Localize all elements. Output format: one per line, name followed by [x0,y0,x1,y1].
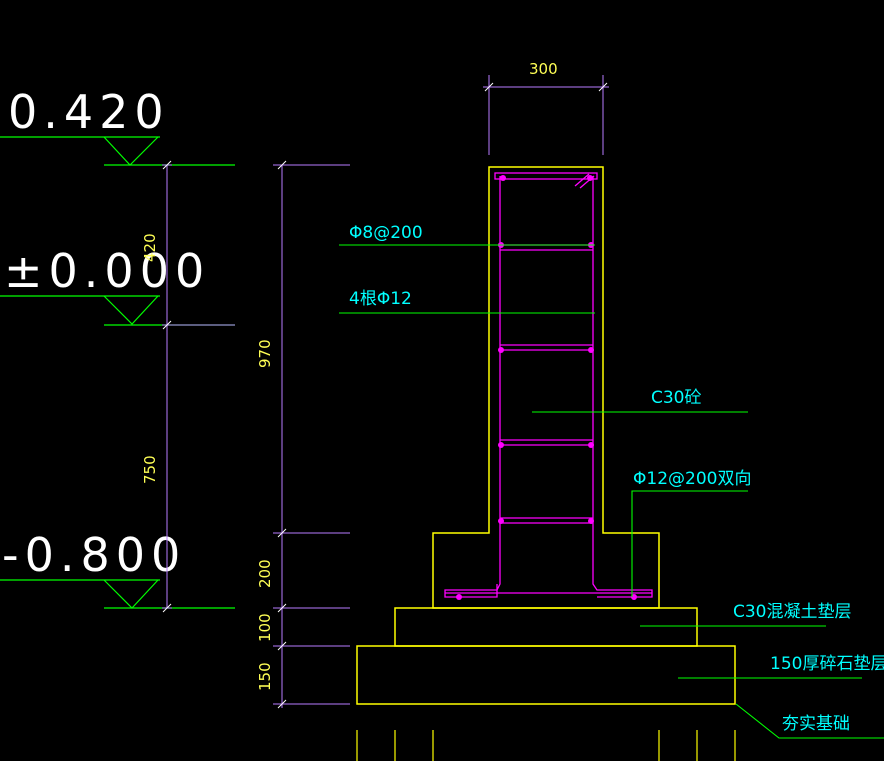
dimension-100: 100 [256,613,274,642]
soil-hatch [356,730,736,761]
annotation-foundation: 夯实基础 [782,714,850,734]
foundation-outline [356,166,736,705]
elevation-label-bottom: -0.800 [2,528,186,582]
dimension-970: 970 [256,339,274,368]
annotation-cushion: C30混凝土垫层 [733,602,852,622]
rebar-dots [456,175,637,600]
dimension-200: 200 [256,559,274,588]
dimension-150: 150 [256,662,274,691]
annotation-long-bars: 4根Φ12 [349,289,412,309]
annotation-base-bars: Φ12@200双向 [633,469,751,489]
dimension-750: 750 [141,455,159,484]
elevation-marker-ground: ±0.000 [0,244,235,326]
annotations: Φ8@200 4根Φ12 C30砼 Φ12@200双向 C30混凝土垫层 150… [349,223,884,734]
elevation-label-ground: ±0.000 [4,244,210,298]
concrete-cushion [394,607,698,647]
elevation-label-top: 0.420 [8,85,170,139]
annotation-gravel: 150厚碎石垫层 [770,654,884,674]
elevation-marker-bottom: -0.800 [0,528,235,609]
dimension-width: 300 [483,60,609,155]
elevation-marker-top: 0.420 [0,85,235,166]
annotation-stirrup: Φ8@200 [349,223,423,243]
annotation-concrete: C30砼 [651,388,702,408]
dimension-chain-section: 970 200 100 150 [256,160,350,709]
dimension-420: 420 [141,233,159,262]
dimension-300: 300 [529,60,558,78]
reinforcement [444,172,653,598]
dimension-chain-elevations: 420 750 [141,160,235,613]
gravel-cushion [356,645,736,705]
leader-lines [339,244,884,739]
